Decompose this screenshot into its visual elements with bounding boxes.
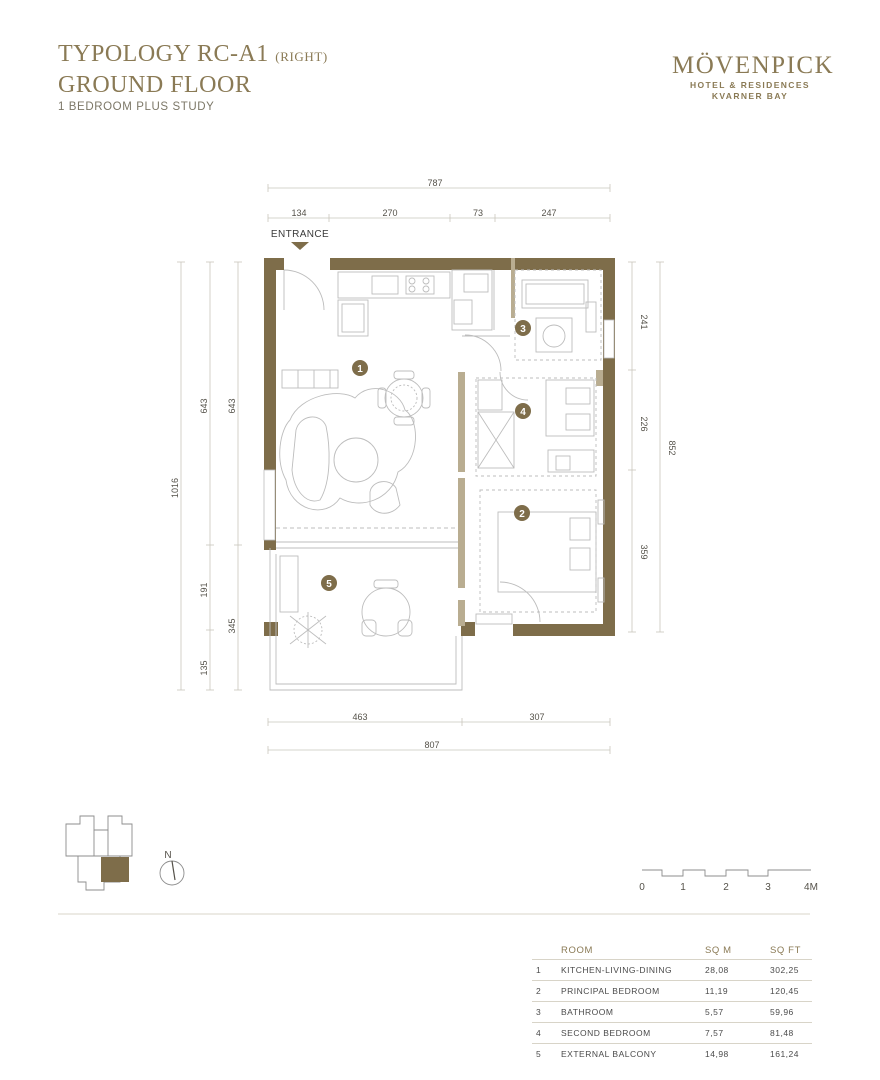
table-row: 5 EXTERNAL BALCONY 14,98 161,24 bbox=[532, 1043, 812, 1064]
row-sqm: 5,57 bbox=[705, 1001, 770, 1023]
rooms-table: ROOM SQ M SQ FT 1 KITCHEN-LIVING-DINING … bbox=[532, 941, 812, 1064]
dim-bottom-total: 807 bbox=[424, 740, 439, 750]
row-num: 1 bbox=[532, 959, 561, 981]
dim-top-2: 270 bbox=[382, 208, 397, 218]
key-plan bbox=[65, 815, 133, 891]
row-sqft: 59,96 bbox=[770, 1001, 812, 1023]
scale-bar: 0 1 2 3 4M bbox=[639, 869, 818, 893]
dim-right-2: 226 bbox=[639, 416, 649, 431]
dim-top-4: 247 bbox=[541, 208, 556, 218]
scale-label-1: 1 bbox=[680, 882, 686, 893]
row-num: 2 bbox=[532, 980, 561, 1002]
dim-right-3: 359 bbox=[639, 544, 649, 559]
row-room: PRINCIPAL BEDROOM bbox=[561, 980, 705, 1002]
table-row: 4 SECOND BEDROOM 7,57 81,48 bbox=[532, 1022, 812, 1044]
dim-bottom-1: 463 bbox=[352, 712, 367, 722]
dim-left-a2: 191 bbox=[199, 582, 209, 597]
room-marker-4-label: 4 bbox=[520, 407, 526, 418]
dim-left-a3: 135 bbox=[199, 660, 209, 675]
logo-line2: HOTEL & RESIDENCES bbox=[690, 80, 810, 90]
row-sqm: 14,98 bbox=[705, 1043, 770, 1064]
scale-label-3: 3 bbox=[765, 882, 771, 893]
dim-left-b2: 345 bbox=[227, 618, 237, 633]
row-num: 5 bbox=[532, 1043, 561, 1064]
dim-right-1: 241 bbox=[639, 314, 649, 329]
logo-brand: MÖVENPICK bbox=[672, 52, 835, 79]
room-marker-5 bbox=[321, 575, 337, 591]
room-marker-4 bbox=[515, 403, 531, 419]
scale-label-4: 4M bbox=[804, 882, 818, 893]
row-num: 4 bbox=[532, 1022, 561, 1044]
row-room: KITCHEN-LIVING-DINING bbox=[561, 959, 705, 981]
room-markers: 1 2 3 4 5 bbox=[321, 320, 531, 591]
interior-walls bbox=[458, 258, 603, 626]
row-sqft: 81,48 bbox=[770, 1022, 812, 1044]
row-sqft: 120,45 bbox=[770, 980, 812, 1002]
dim-top-3: 73 bbox=[473, 208, 483, 218]
north-label: N bbox=[164, 850, 171, 861]
row-sqm: 11,19 bbox=[705, 980, 770, 1002]
dim-left-a1: 643 bbox=[199, 398, 209, 413]
plan-subtitle: 1 BEDROOM PLUS STUDY bbox=[58, 101, 215, 113]
title-variant: (RIGHT) bbox=[275, 49, 328, 64]
row-sqm: 7,57 bbox=[705, 1022, 770, 1044]
dim-left-total: 1016 bbox=[170, 478, 180, 498]
header-sqft: SQ FT bbox=[770, 944, 801, 956]
row-sqft: 302,25 bbox=[770, 959, 812, 981]
row-sqft: 161,24 bbox=[770, 1043, 812, 1064]
dim-left-b1: 643 bbox=[227, 398, 237, 413]
exterior-walls bbox=[264, 258, 615, 636]
entrance-arrow-icon bbox=[291, 242, 309, 250]
room-marker-3-label: 3 bbox=[520, 324, 526, 335]
dim-right-total: 852 bbox=[667, 440, 677, 455]
header-sqm: SQ M bbox=[705, 944, 732, 956]
brand-logo: MÖVENPICK HOTEL & RESIDENCES KVARNER BAY bbox=[672, 52, 835, 102]
room-marker-2 bbox=[514, 505, 530, 521]
room-marker-2-label: 2 bbox=[519, 509, 525, 520]
interior-fixtures bbox=[269, 269, 605, 691]
header-room: ROOM bbox=[561, 944, 593, 956]
room-marker-1-label: 1 bbox=[357, 364, 363, 375]
logo-line3: KVARNER BAY bbox=[711, 91, 789, 101]
table-row: 2 PRINCIPAL BEDROOM 11,19 120,45 bbox=[532, 980, 812, 1002]
room-marker-3 bbox=[515, 320, 531, 336]
room-marker-5-label: 5 bbox=[326, 579, 332, 590]
row-sqm: 28,08 bbox=[705, 959, 770, 981]
dim-bottom-2: 307 bbox=[529, 712, 544, 722]
row-room: EXTERNAL BALCONY bbox=[561, 1043, 705, 1064]
table-row: 3 BATHROOM 5,57 59,96 bbox=[532, 1001, 812, 1023]
entrance-label: ENTRANCE bbox=[271, 229, 329, 240]
dim-top-1: 134 bbox=[291, 208, 306, 218]
title-floor: GROUND FLOOR bbox=[58, 72, 252, 98]
rooms-table-header: ROOM SQ M SQ FT bbox=[532, 941, 812, 960]
north-arrow: N bbox=[159, 850, 185, 886]
row-room: SECOND BEDROOM bbox=[561, 1022, 705, 1044]
row-num: 3 bbox=[532, 1001, 561, 1023]
key-plan-highlight bbox=[101, 857, 129, 882]
dimension-lines bbox=[177, 184, 664, 754]
windows bbox=[263, 319, 615, 541]
table-row: 1 KITCHEN-LIVING-DINING 28,08 302,25 bbox=[532, 959, 812, 981]
north-arrow-icon bbox=[171, 860, 176, 881]
room-marker-1 bbox=[352, 360, 368, 376]
row-room: BATHROOM bbox=[561, 1001, 705, 1023]
scale-label-0: 0 bbox=[639, 882, 645, 893]
title-typology: TYPOLOGY RC-A1 bbox=[58, 41, 269, 67]
plan-title: TYPOLOGY RC-A1 (RIGHT) GROUND FLOOR bbox=[58, 40, 328, 100]
dim-top-total: 787 bbox=[427, 178, 442, 188]
scale-label-2: 2 bbox=[723, 882, 729, 893]
